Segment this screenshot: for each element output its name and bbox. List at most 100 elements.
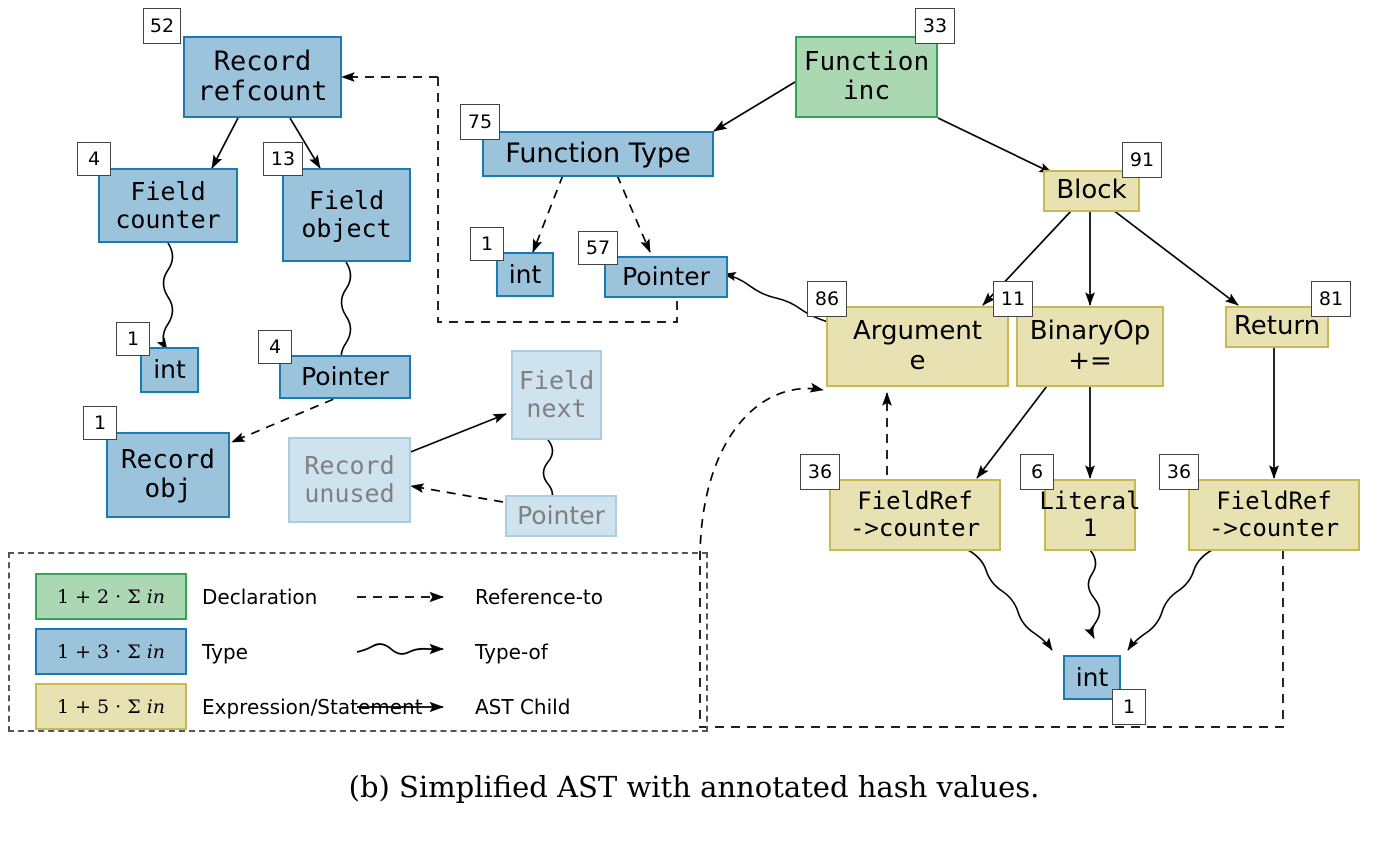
node-title: FieldRef xyxy=(1216,487,1332,516)
legend-row-declaration: 1 + 2 · Σ in Declaration xyxy=(35,573,317,620)
node-int-bottom[interactable]: int xyxy=(1063,655,1121,700)
node-record-obj[interactable]: Record obj xyxy=(106,432,230,518)
hash-badge-int-left: 1 xyxy=(116,322,150,356)
node-subtitle: += xyxy=(1068,345,1112,376)
edge-refcount-to-counter xyxy=(211,117,239,169)
node-subtitle: next xyxy=(526,394,587,423)
edge-ref-pointerfaded-to-unused xyxy=(410,483,567,514)
legend-row-reference-to: Reference-to xyxy=(355,585,603,609)
legend-row-type: 1 + 3 · Σ in Type xyxy=(35,628,248,675)
node-title: Field xyxy=(518,366,595,395)
edge-binaryop-to-fieldref xyxy=(976,385,1048,479)
edge-typeof-counter-int xyxy=(156,242,174,351)
hash-badge-function-type: 75 xyxy=(460,104,500,140)
node-subtitle: ->counter xyxy=(849,514,981,542)
node-subtitle: unused xyxy=(304,479,395,508)
hash-badge-pointer-ft: 57 xyxy=(578,231,618,265)
node-title: Argument xyxy=(853,316,982,347)
node-title: Literal xyxy=(1039,487,1141,516)
node-subtitle: 1 xyxy=(1082,514,1098,542)
hash-badge-record-refcount: 52 xyxy=(143,8,181,44)
legend-line-solid xyxy=(355,696,460,718)
node-title: FieldRef xyxy=(857,487,973,516)
node-subtitle: inc xyxy=(843,76,890,106)
hash-badge-field-object: 13 xyxy=(263,142,303,176)
node-subtitle: obj xyxy=(144,474,192,504)
legend-swatch-declaration: 1 + 2 · Σ in xyxy=(35,573,187,620)
node-arguments[interactable]: Argument e xyxy=(826,306,1009,387)
legend-label-type-of: Type-of xyxy=(475,640,548,664)
hash-badge-pointer-left: 4 xyxy=(258,330,292,364)
node-title: Record xyxy=(304,451,395,480)
node-title: Pointer xyxy=(622,262,710,291)
node-title: Pointer xyxy=(517,501,605,530)
node-literal-1[interactable]: Literal 1 xyxy=(1039,479,1141,551)
node-binaryop[interactable]: BinaryOp += xyxy=(1016,306,1164,387)
legend: 1 + 2 · Σ in Declaration 1 + 3 · Σ in Ty… xyxy=(8,552,708,732)
hash-badge-literal-1: 6 xyxy=(1020,454,1054,490)
edge-ref-pointerft-bracket xyxy=(437,77,678,323)
node-subtitle: object xyxy=(301,214,392,243)
edge-typeof-fieldrefright-int xyxy=(1127,549,1213,651)
node-record-unused[interactable]: Record unused xyxy=(288,437,411,523)
hash-badge-fieldref-left: 36 xyxy=(800,454,840,490)
hash-badge-int-ft: 1 xyxy=(470,227,504,261)
node-field-object[interactable]: Field object xyxy=(282,168,411,262)
node-title: Block xyxy=(1056,175,1127,206)
node-fieldref-left[interactable]: FieldRef ->counter xyxy=(829,479,1001,551)
legend-label-type: Type xyxy=(202,639,248,664)
node-record-refcount[interactable]: Record refcount xyxy=(183,36,342,118)
node-title: Record xyxy=(213,45,312,77)
legend-row-type-of: Type-of xyxy=(355,640,548,664)
node-subtitle: ->counter xyxy=(1208,514,1340,542)
node-int-ft[interactable]: int xyxy=(496,252,554,297)
legend-line-wavy xyxy=(355,641,460,663)
hash-badge-function-inc: 33 xyxy=(915,8,955,44)
node-subtitle: e xyxy=(909,345,926,376)
node-function-type[interactable]: Function Type xyxy=(482,131,714,177)
node-title: int xyxy=(153,355,186,384)
node-title: BinaryOp xyxy=(1029,316,1151,347)
node-field-next[interactable]: Field next xyxy=(511,350,602,440)
node-title: Function xyxy=(803,46,930,77)
edge-typeof-fieldrefleft-int xyxy=(967,549,1053,651)
hash-badge-fieldref-right: 36 xyxy=(1159,454,1199,490)
legend-label-ast-child: AST Child xyxy=(475,695,571,719)
edge-block-to-return xyxy=(1112,209,1239,306)
legend-row-ast-child: AST Child xyxy=(355,695,570,719)
edge-ref-functiontype-to-pointer xyxy=(616,174,651,253)
hash-badge-binaryop: 11 xyxy=(993,281,1033,317)
hash-badge-return: 81 xyxy=(1311,281,1351,317)
hash-badge-field-counter: 4 xyxy=(77,142,111,176)
figure-caption: (b) Simplified AST with annotated hash v… xyxy=(348,770,1040,804)
node-title: Pointer xyxy=(301,362,389,391)
node-pointer-ft[interactable]: Pointer xyxy=(604,256,728,298)
node-title: Field xyxy=(308,186,385,215)
edge-ref-pointerleft-to-recordobj xyxy=(231,392,349,443)
node-pointer-faded[interactable]: Pointer xyxy=(505,495,617,537)
edge-inc-to-block xyxy=(937,117,1053,174)
node-title: Record xyxy=(121,444,215,475)
edge-unused-to-next xyxy=(402,413,507,456)
node-function-inc[interactable]: Function inc xyxy=(795,36,938,118)
edge-inc-to-functiontype xyxy=(713,81,796,132)
legend-line-dashed xyxy=(355,586,460,608)
node-title: int xyxy=(1075,662,1109,692)
node-title: int xyxy=(508,259,542,289)
legend-formula: 1 + 2 · Σ in xyxy=(56,585,166,608)
legend-label-reference-to: Reference-to xyxy=(475,585,604,609)
node-pointer-left[interactable]: Pointer xyxy=(279,355,411,399)
legend-swatch-expression: 1 + 5 · Σ in xyxy=(35,683,187,730)
node-title: Return xyxy=(1233,311,1321,342)
legend-formula: 1 + 5 · Σ in xyxy=(56,695,166,718)
legend-formula: 1 + 3 · Σ in xyxy=(56,640,166,663)
edge-typeof-object-pointer xyxy=(334,261,352,369)
hash-badge-record-obj: 1 xyxy=(83,406,117,440)
node-title: Function Type xyxy=(505,137,691,169)
edge-ref-bracket-to-arguments xyxy=(699,382,824,561)
node-subtitle: refcount xyxy=(197,76,328,107)
node-field-counter[interactable]: Field counter xyxy=(98,168,238,243)
hash-badge-int-bottom: 1 xyxy=(1112,689,1146,725)
node-fieldref-right[interactable]: FieldRef ->counter xyxy=(1188,479,1360,551)
